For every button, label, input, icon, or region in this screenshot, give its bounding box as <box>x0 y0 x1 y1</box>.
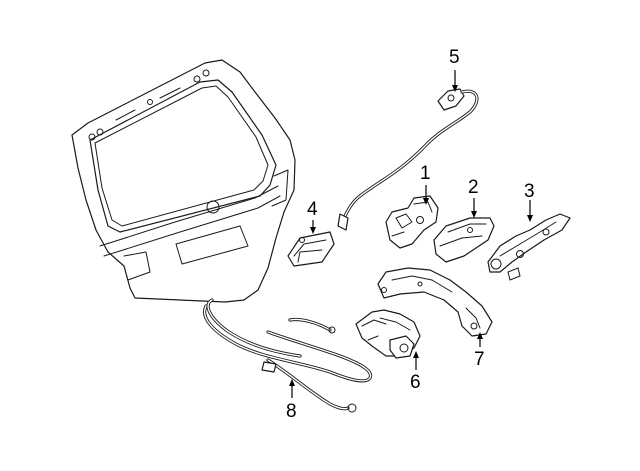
leader-4-arrow <box>310 227 316 234</box>
latch-actuator <box>385 195 439 249</box>
callout-8: 8 <box>286 401 297 422</box>
latch-bracket <box>433 217 495 263</box>
callout-5: 5 <box>449 47 460 68</box>
release-cable <box>337 88 479 231</box>
callout-4: 4 <box>307 199 318 220</box>
callout-6: 6 <box>410 372 421 393</box>
leader-3-arrow <box>527 215 533 222</box>
leader-6-arrow <box>413 351 419 358</box>
leader-7-arrow <box>477 332 483 339</box>
leader-5-arrow <box>452 85 458 92</box>
leader-8-arrow <box>289 379 295 386</box>
mounting-bracket <box>377 267 493 337</box>
liftgate <box>71 59 296 303</box>
lift-motor <box>355 309 421 359</box>
leader-2-arrow <box>471 211 477 218</box>
callout-2: 2 <box>468 177 479 198</box>
leader-1-arrow <box>423 198 429 205</box>
callout-1: 1 <box>420 163 431 184</box>
wiring-harness <box>203 298 373 413</box>
leader-lines <box>289 70 533 398</box>
handle-switch <box>287 231 335 267</box>
callout-7: 7 <box>474 349 485 370</box>
callout-3: 3 <box>524 181 535 202</box>
striker-assembly <box>487 213 571 281</box>
